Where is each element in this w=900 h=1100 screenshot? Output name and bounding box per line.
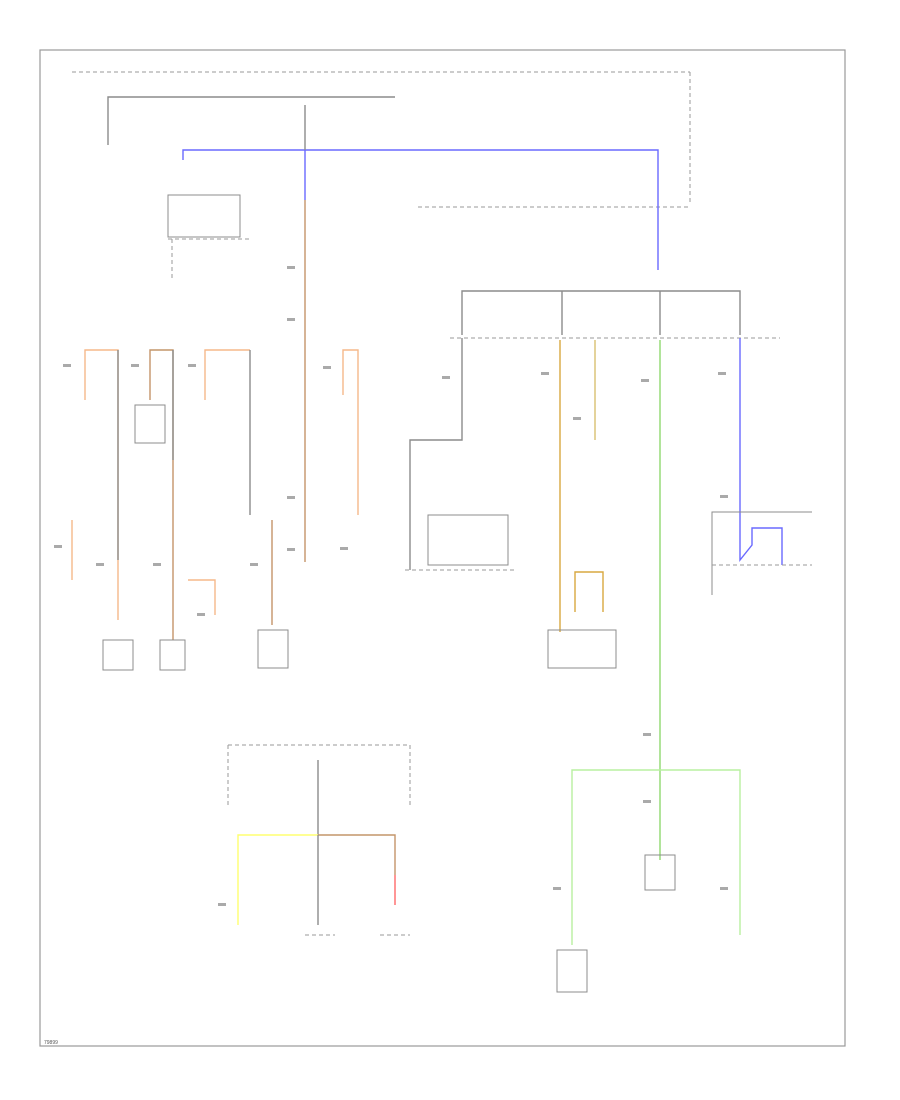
diagram-border	[39, 49, 846, 1047]
wire-label-marks	[54, 266, 728, 906]
blue-main-feed	[182, 149, 659, 270]
horn-circuit	[107, 96, 395, 280]
power-window-control-feed	[405, 338, 515, 571]
under-dash-fuse-bus	[450, 290, 780, 339]
green-feed	[556, 340, 741, 993]
left-component-boxes	[102, 404, 289, 671]
figure-id-label: 79899	[44, 1040, 58, 1046]
blue-relay-feed	[711, 338, 812, 595]
radio-feed	[547, 340, 617, 669]
left-lamp-circuits	[71, 349, 359, 640]
lower-fuse-circuits	[227, 744, 411, 936]
